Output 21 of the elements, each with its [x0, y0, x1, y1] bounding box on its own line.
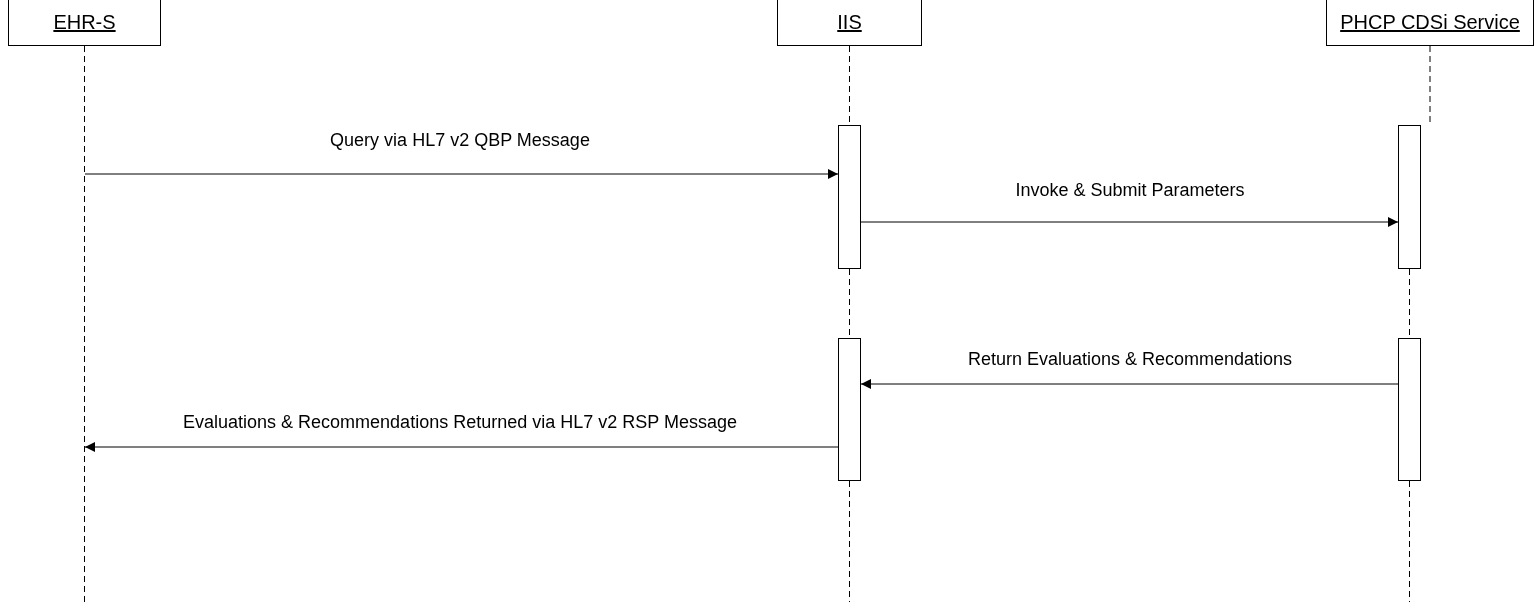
- lifeline: [1409, 480, 1410, 602]
- activation-bar: [838, 125, 861, 269]
- participant-box: [1326, 0, 1534, 46]
- message-label: Invoke & Submit Parameters: [1015, 180, 1245, 201]
- activation-bar: [1398, 338, 1421, 481]
- participant-name: IIS: [837, 11, 862, 34]
- activation-bar: [1398, 125, 1421, 269]
- message-arrow: [860, 217, 1399, 227]
- message-label: Return Evaluations & Recommendations: [967, 349, 1293, 370]
- message-arrow: [84, 442, 839, 452]
- participant-name: EHR-S: [53, 11, 116, 34]
- activation-bar: [838, 338, 861, 481]
- message-label: Query via HL7 v2 QBP Message: [330, 130, 590, 151]
- message-arrow: [860, 379, 1399, 389]
- message-arrow: [84, 169, 839, 179]
- participant-box: [8, 0, 161, 46]
- lifeline: [84, 45, 85, 602]
- participant-box: [777, 0, 922, 46]
- lifeline: [849, 480, 850, 602]
- message-label: Evaluations & Recommendations Returned via HL7 v2 RSP Message: [183, 412, 737, 433]
- participant-name: PHCP CDSi Service: [1340, 11, 1520, 34]
